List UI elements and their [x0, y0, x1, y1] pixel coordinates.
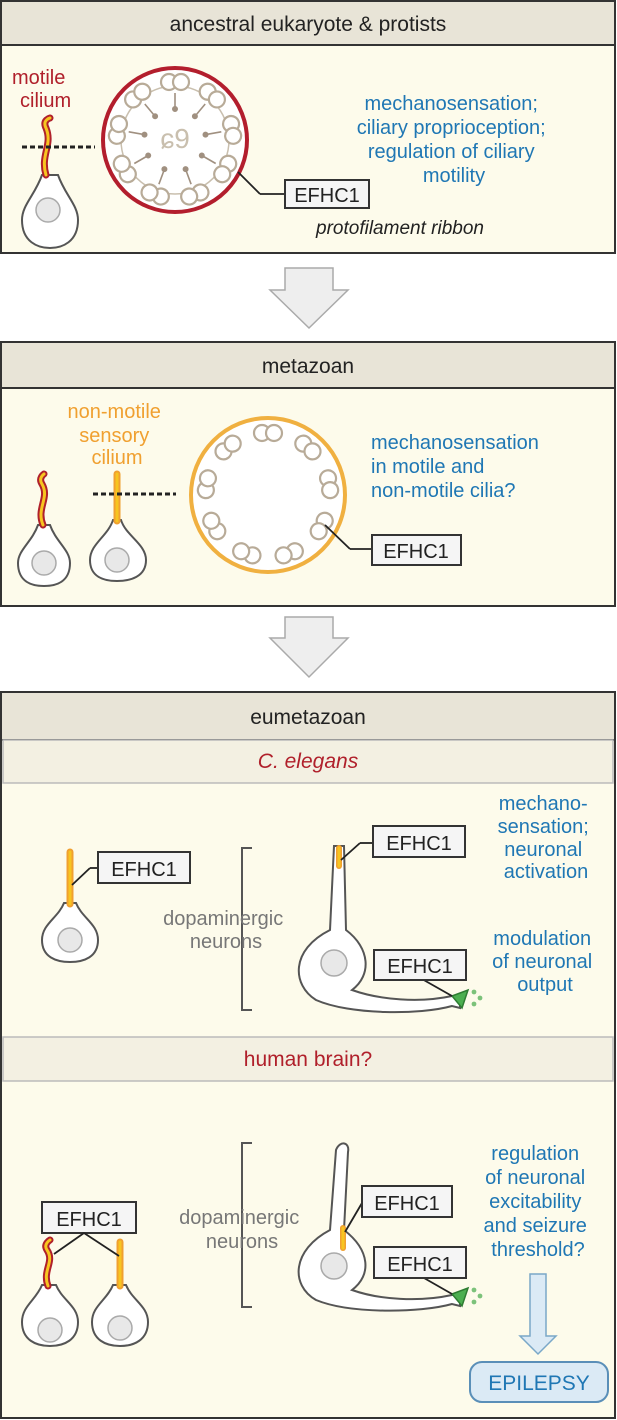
synapse-terminal-icon	[450, 988, 470, 1010]
panel-metazoan: metazoan non-motile sensory cilium EFHC1	[0, 341, 616, 607]
panel1-function-text: mechanosensation; ciliary proprioception…	[357, 93, 552, 187]
efhc1-tag-celegans-cilium	[97, 851, 191, 884]
spoke-head	[152, 113, 159, 120]
efhc1-leader-line	[237, 171, 261, 195]
svg-text:EFHC1: EFHC1	[387, 956, 453, 978]
celegans-neuron-bracket	[241, 847, 252, 1011]
svg-text:EFHC1: EFHC1	[387, 1254, 453, 1276]
efhc1-tag-human-synapse	[373, 1246, 467, 1279]
spoke-head	[145, 152, 152, 159]
sensory-cilium-label: non-motile sensory cilium	[68, 401, 167, 469]
human-function-text: regulation of neuronal excitability and …	[484, 1143, 593, 1261]
spoke-head	[161, 166, 168, 173]
radial-spoke	[158, 169, 165, 185]
celegans-neuron-label: dopaminergic neurons	[163, 908, 289, 953]
sensory-axoneme-cross-section	[189, 416, 347, 574]
down-arrow-2	[268, 616, 350, 679]
efhc1-leader-line-2	[324, 524, 351, 550]
human-neuron-label: dopaminergic neurons	[179, 1207, 305, 1253]
svg-text:EFHC1: EFHC1	[383, 541, 449, 563]
spoke-head	[191, 113, 198, 120]
svg-text:EFHC1: EFHC1	[56, 1209, 122, 1231]
radial-spoke	[128, 131, 144, 136]
human-neuron-bracket	[241, 1142, 252, 1308]
radial-spoke	[185, 169, 192, 185]
motile-axoneme-cross-section: ɕ9	[101, 66, 249, 214]
human-sensory-cell	[90, 1238, 150, 1348]
human-dopaminergic-neuron	[297, 1142, 483, 1312]
radial-spoke	[194, 103, 206, 117]
microtubule-doublet	[159, 72, 191, 92]
spoke-head	[141, 131, 148, 138]
motile-cilium-cell	[20, 114, 80, 250]
celegans-function-text-2: modulation of neuronal output	[492, 928, 598, 996]
efhc1-tag-celegans-dendrite	[372, 825, 466, 858]
radial-spoke	[206, 131, 222, 136]
down-arrow-1	[268, 267, 350, 330]
celegans-header-bar	[2, 739, 614, 784]
spoke-head	[182, 166, 189, 173]
celegans-function-text-1: mechano- sensation; neuronal activation	[498, 793, 595, 883]
panel-eumetazoan: eumetazoan C. elegans EFHC1 dopaminergic…	[0, 691, 616, 1419]
human-synapse-terminal-icon	[450, 1286, 470, 1308]
human-header: human brain?	[244, 1048, 372, 1071]
efhc1-tag-2	[371, 534, 462, 566]
sensory-cell-metazoan	[88, 470, 148, 583]
spoke-head	[198, 152, 205, 159]
protofilament-ribbon-label: protofilament ribbon	[315, 218, 484, 239]
epilepsy-label: EPILEPSY	[488, 1372, 590, 1395]
efhc1-tag	[284, 179, 370, 209]
epilepsy-box	[469, 1361, 609, 1403]
panel3-header: eumetazoan	[250, 706, 366, 729]
motile-cilium-label: motile cilium	[12, 67, 71, 112]
radial-spoke	[202, 155, 217, 165]
human-header-bar	[2, 1036, 614, 1082]
central-pair-icon: ɕ9	[160, 123, 190, 154]
panel2-header: metazoan	[262, 355, 354, 378]
human-motile-cell	[20, 1236, 80, 1348]
radial-spoke	[133, 155, 148, 165]
panel2-function-text: mechanosensation in motile and non-motil…	[371, 432, 544, 502]
svg-text:EFHC1: EFHC1	[111, 859, 177, 881]
panel1-header: ancestral eukaryote & protists	[170, 13, 447, 36]
motile-cell-metazoan	[16, 470, 72, 588]
celegans-dopaminergic-neuron	[297, 845, 483, 1014]
celegans-header: C. elegans	[258, 750, 359, 773]
down-arrow-epilepsy	[518, 1273, 558, 1356]
spoke-head	[172, 106, 179, 113]
efhc1-tag-human-cilia	[41, 1201, 137, 1234]
radial-spoke	[144, 103, 156, 117]
efhc1-tag-human-dendrite	[361, 1185, 453, 1218]
svg-text:EFHC1: EFHC1	[294, 185, 360, 207]
efhc1-tag-celegans-synapse	[373, 949, 467, 981]
panel-ancestral: ancestral eukaryote & protists motile ci…	[0, 0, 616, 254]
celegans-cilium-cell	[40, 848, 100, 964]
microtubule-doublet	[252, 423, 284, 443]
spoke-head	[202, 131, 209, 138]
svg-text:EFHC1: EFHC1	[374, 1193, 440, 1215]
svg-text:EFHC1: EFHC1	[386, 833, 452, 855]
